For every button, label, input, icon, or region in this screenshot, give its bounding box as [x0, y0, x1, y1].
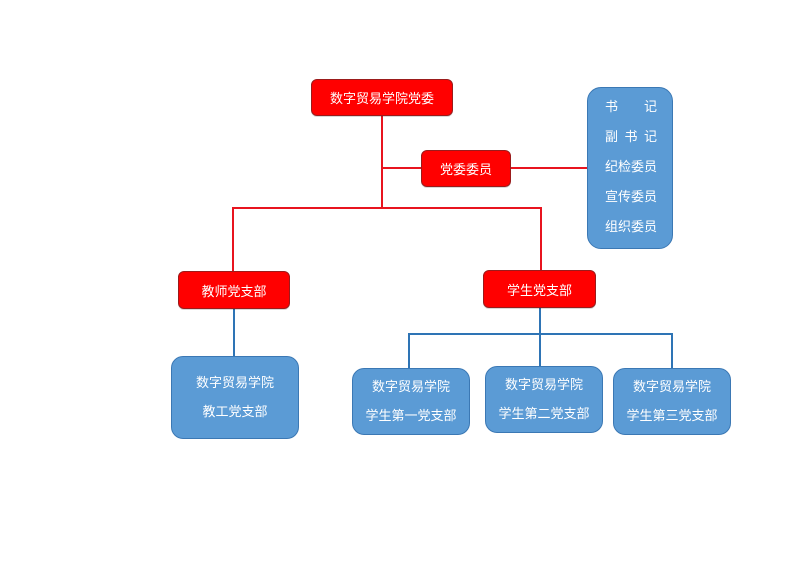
branch-horizontal-line [232, 207, 542, 209]
committee-members-label: 党委委员 [439, 163, 492, 178]
student-trunk-line [539, 308, 541, 366]
student-first-line2: 学生第一党支部 [365, 408, 457, 424]
student-branch-label: 学生党支部 [506, 283, 572, 299]
teacher-branch-box: 教师党支部 [178, 271, 290, 309]
student-first-branch-box: 数字贸易学院 学生第一党支部 [352, 368, 470, 435]
role-deputy-secretary-label: 副书记 [605, 130, 657, 145]
teacher-staff-branch-box: 数字贸易学院 教工党支部 [171, 356, 299, 439]
party-committee-root: 数字贸易学院党委 [311, 79, 453, 116]
role-discipline-label: 纪检委员 [605, 160, 658, 175]
student-second-line1: 数字贸易学院 [504, 377, 583, 393]
committee-members-box: 党委委员 [421, 150, 511, 187]
student-branch-line [540, 207, 542, 270]
teacher-branch-label: 教师党支部 [201, 284, 267, 300]
teacher-staff-line1: 数字贸易学院 [195, 375, 274, 391]
student-first-line1: 数字贸易学院 [371, 379, 450, 395]
teacher-branch-line [232, 207, 234, 271]
role-deputy-secretary: 副书记 [588, 128, 672, 148]
teacher-child-line [233, 309, 235, 356]
committee-left-line [383, 167, 421, 169]
role-organization-label: 组织委员 [605, 220, 658, 235]
committee-roles-box: 书记 副书记 纪检委员 宣传委员 组织委员 [587, 87, 673, 249]
student-third-line1: 数字贸易学院 [632, 379, 711, 395]
student-first-line [408, 333, 410, 368]
role-secretary: 书记 [588, 98, 672, 118]
role-discipline: 纪检委员 [588, 158, 672, 178]
student-second-line2: 学生第二党支部 [498, 406, 590, 422]
student-third-line2: 学生第三党支部 [626, 408, 718, 424]
role-publicity: 宣传委员 [588, 188, 672, 208]
role-secretary-label: 书记 [605, 100, 657, 115]
student-third-branch-box: 数字贸易学院 学生第三党支部 [613, 368, 731, 435]
student-branch-box: 学生党支部 [483, 270, 596, 308]
role-publicity-label: 宣传委员 [605, 190, 658, 205]
student-third-line [671, 333, 673, 368]
teacher-staff-line2: 教工党支部 [202, 404, 268, 420]
party-committee-root-label: 数字贸易学院党委 [329, 92, 434, 107]
committee-right-line [511, 167, 588, 169]
role-organization: 组织委员 [588, 218, 672, 238]
student-second-branch-box: 数字贸易学院 学生第二党支部 [485, 366, 603, 433]
root-trunk-line [381, 115, 383, 208]
student-horizontal-line [408, 333, 673, 335]
